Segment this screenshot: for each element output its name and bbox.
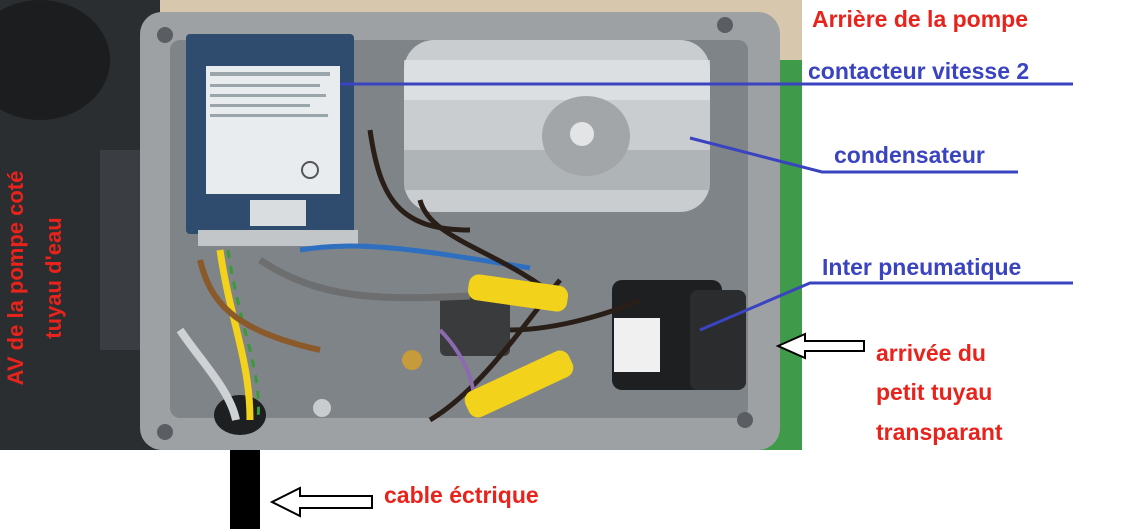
label-intake-line1: arrivée du bbox=[876, 340, 986, 366]
wire-connector bbox=[467, 274, 569, 312]
wire-connector bbox=[464, 350, 574, 418]
pump-box-photo bbox=[0, 0, 802, 450]
label-intake-line2: petit tuyau bbox=[876, 379, 993, 405]
power-cable bbox=[230, 450, 260, 529]
label-front-line2: tuyau d'eau bbox=[41, 217, 66, 339]
label-front-line1: AV de la pompe coté bbox=[3, 170, 28, 386]
label-pneumatic-switch: Inter pneumatique bbox=[822, 254, 1022, 280]
label-cable: cable éctrique bbox=[384, 482, 539, 508]
terminal-block bbox=[440, 296, 510, 356]
cable-arrow bbox=[269, 486, 373, 518]
inlet-arrow bbox=[775, 332, 865, 360]
pipe-opening bbox=[0, 0, 110, 120]
pump-box-illustration bbox=[0, 0, 802, 450]
label-rear: Arrière de la pompe bbox=[812, 6, 1029, 32]
label-capacitor: condensateur bbox=[834, 142, 985, 168]
switch-pointer-line bbox=[699, 281, 1073, 332]
label-front: AV de la pompe coté tuyau d'eau bbox=[0, 148, 73, 408]
label-contactor: contacteur vitesse 2 bbox=[808, 58, 1030, 84]
label-intake-line3: transparant bbox=[876, 419, 1003, 445]
capacitor-pointer-line bbox=[689, 136, 1018, 174]
